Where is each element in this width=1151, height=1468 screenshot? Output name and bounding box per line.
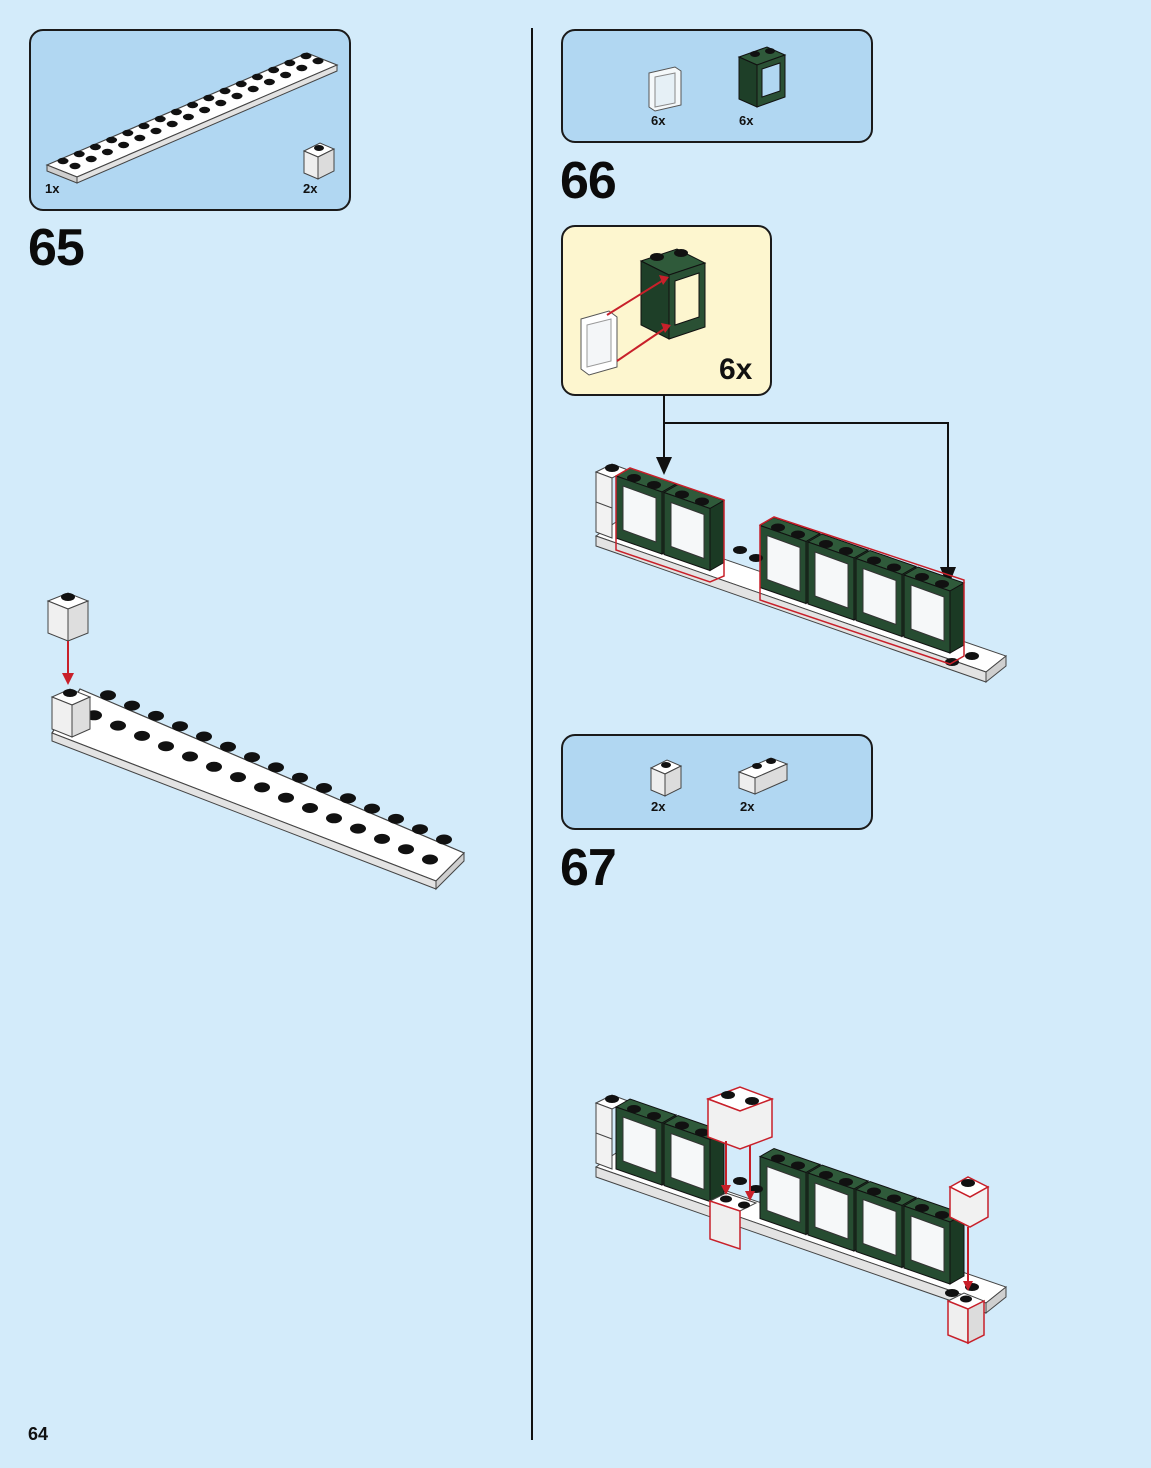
page-number: 64 xyxy=(28,1424,49,1444)
white-brick-1x2-icon xyxy=(737,757,789,795)
step-67-assembly xyxy=(594,1086,1008,1345)
part-qty: 6x xyxy=(739,113,754,128)
step-66-assembly xyxy=(594,463,1008,684)
column-divider xyxy=(531,28,533,1440)
step-66-parts-list: 6x 6x xyxy=(561,29,873,143)
white-brick-1x1-icon xyxy=(649,759,683,797)
step-number: 66 xyxy=(560,152,617,210)
step-number: 67 xyxy=(560,839,617,897)
dark-green-window-frame-icon xyxy=(737,46,787,108)
part-qty: 6x xyxy=(651,113,666,128)
step-65-parts-list: 1x 2x xyxy=(29,29,351,211)
part-qty: 1x xyxy=(45,181,60,196)
step-number: 65 xyxy=(28,219,85,277)
window-assembly-diagram xyxy=(580,248,707,376)
step-67-parts-list: 2x 2x xyxy=(561,734,873,830)
white-plate-2x16-icon xyxy=(45,52,339,184)
step-65-assembly xyxy=(46,592,466,891)
subassembly-qty: 6x xyxy=(719,353,753,386)
trans-clear-glass-pane-icon xyxy=(648,66,682,112)
part-qty: 2x xyxy=(651,799,666,814)
white-brick-1x1-icon xyxy=(302,142,336,180)
part-qty: 2x xyxy=(303,181,318,196)
step-66-subassembly: 6x xyxy=(561,225,772,396)
callout-arrows xyxy=(656,395,956,587)
part-qty: 2x xyxy=(740,799,755,814)
